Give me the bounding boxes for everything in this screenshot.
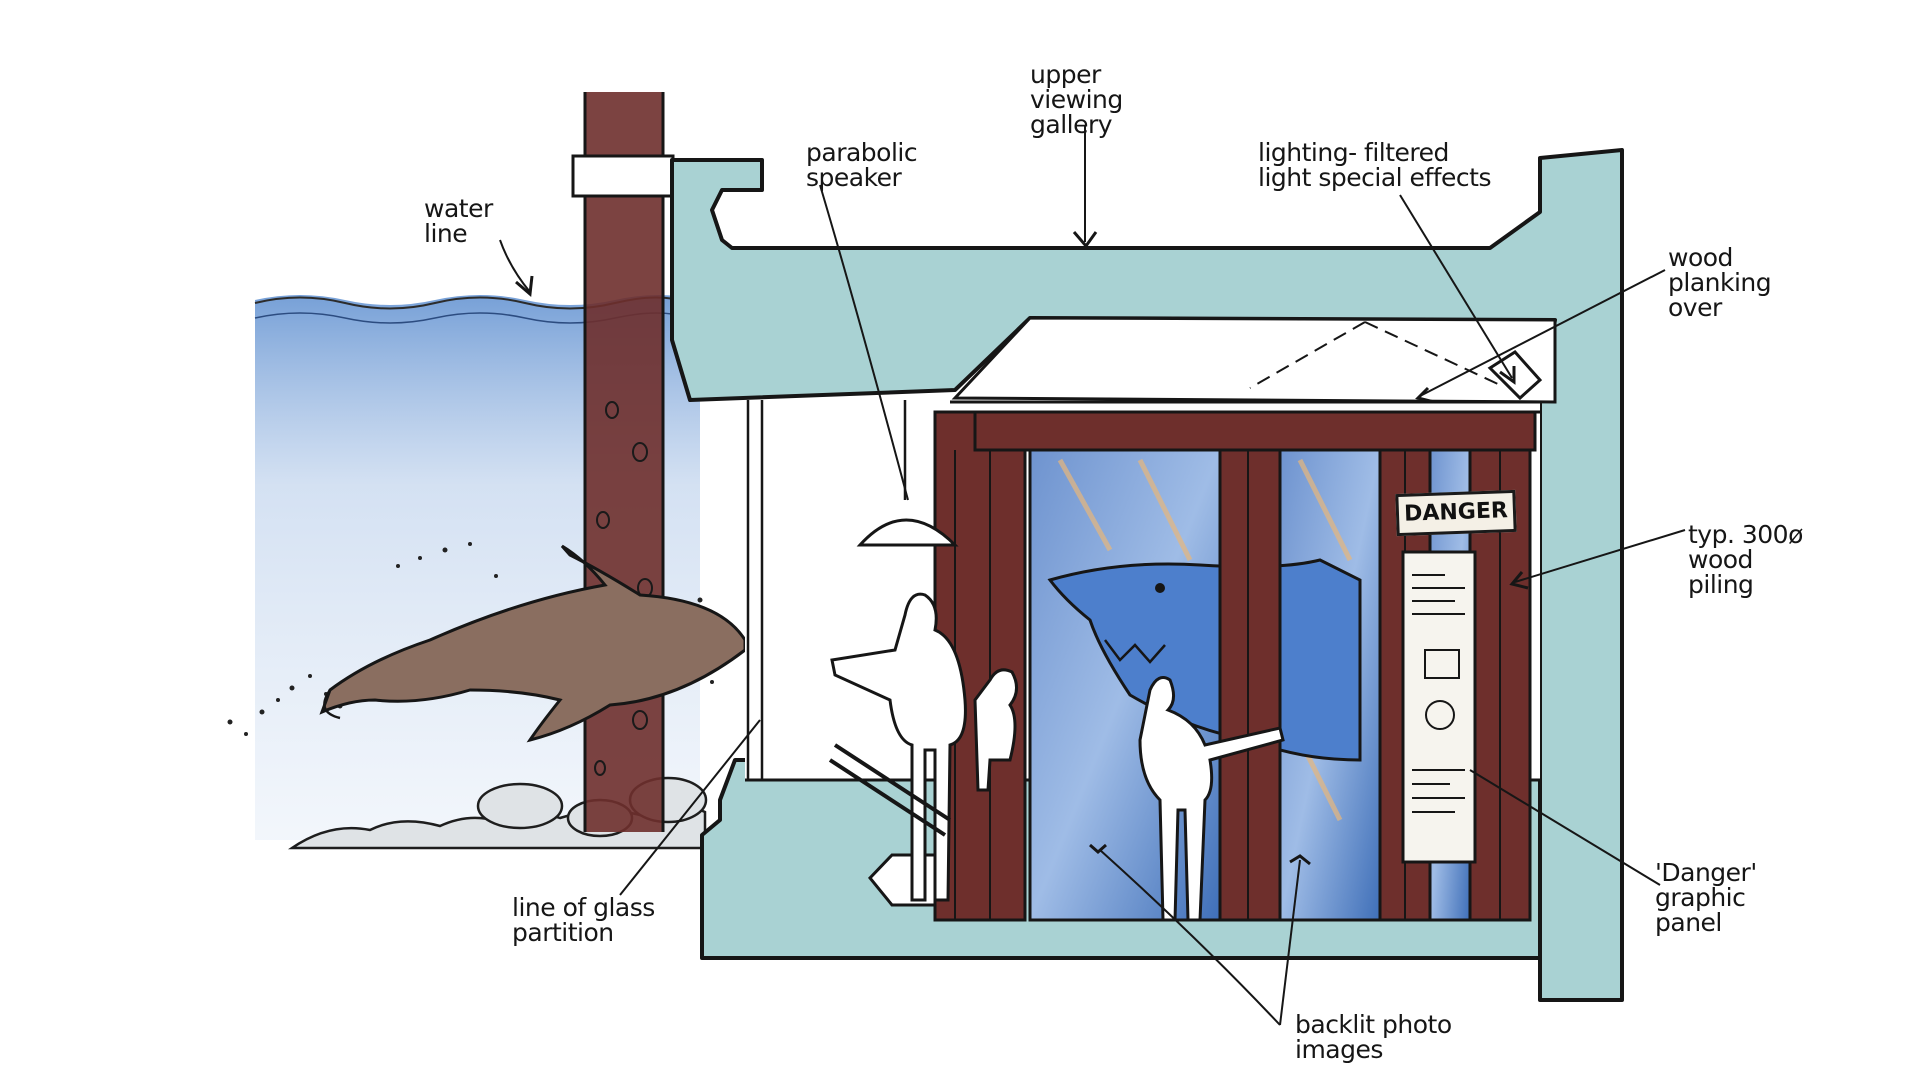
glass-partition	[746, 400, 764, 780]
danger-graphic-panel	[1401, 550, 1477, 864]
wood-pole	[571, 92, 675, 832]
sea-lion-illustration	[319, 544, 747, 743]
arrowheads	[515, 231, 1529, 866]
visitor-figures	[828, 592, 1285, 922]
light-rays	[1249, 321, 1501, 389]
leader-lines	[499, 125, 1686, 1026]
parabolic-speaker	[856, 400, 959, 547]
danger-sign: DANGER	[1395, 489, 1517, 537]
ceiling-triangle	[951, 316, 1557, 404]
